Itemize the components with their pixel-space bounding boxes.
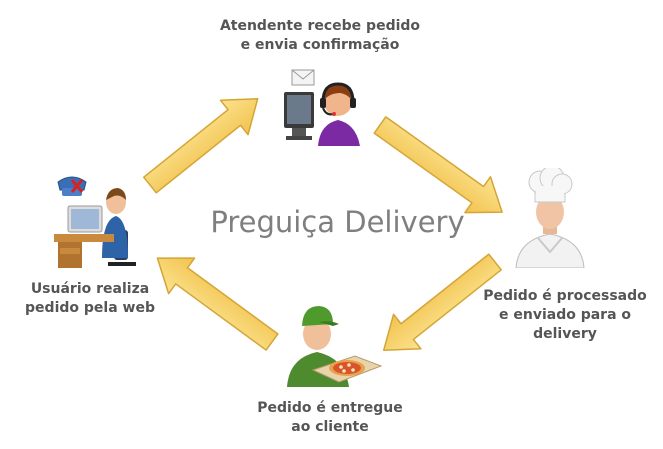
step-caption-user-order: Usuário realiza pedido pela web <box>25 281 155 316</box>
arrow-user-to-attendant <box>142 97 259 194</box>
diagram-title: Preguiça Delivery <box>210 205 465 239</box>
step-caption-attendant: Atendente recebe pedido e envia confirma… <box>219 18 421 53</box>
arrow-delivery-to-user <box>156 257 279 351</box>
arrow-attendant-to-chef <box>373 116 503 214</box>
step-caption-processing: Pedido é processado e enviado para o del… <box>483 288 647 342</box>
chef-icon <box>510 165 590 272</box>
arrow-chef-to-delivery <box>382 253 502 351</box>
delivery-man-pizza-icon <box>283 292 383 391</box>
call-center-attendant-icon <box>278 68 368 150</box>
step-caption-delivered: Pedido é entregue ao cliente <box>257 400 403 435</box>
user-computer-icon <box>50 170 140 274</box>
